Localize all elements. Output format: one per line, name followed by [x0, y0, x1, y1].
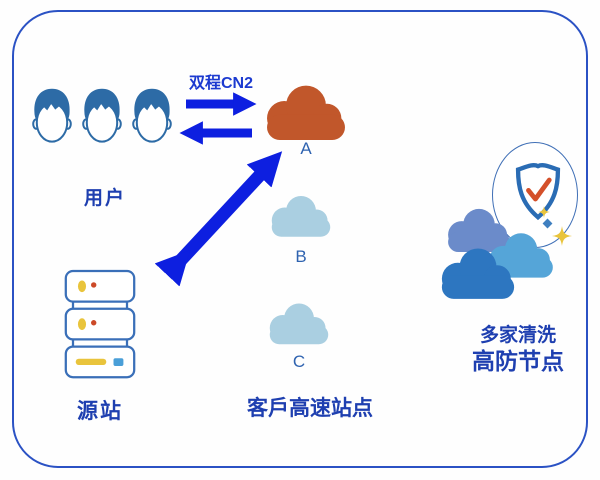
site-node-b-label: B: [295, 247, 307, 266]
sparkle-icons: [538, 206, 572, 246]
protection-label-line1: 多家清洗: [479, 325, 556, 346]
diamond-icon: [542, 218, 553, 229]
origin-link-arrow-icon: [154, 151, 283, 287]
user-icon: [28, 84, 76, 148]
site-cloud-c-icon: [265, 299, 333, 346]
site-cloud-a-icon: [260, 82, 352, 140]
server-icon: [64, 266, 136, 384]
diagram-border: [12, 10, 588, 468]
user-icon: [128, 84, 176, 148]
site-node-c-label: C: [292, 352, 306, 371]
protection-cloud-front-icon: [436, 245, 520, 299]
cn2-link-label: 双程CN2: [188, 75, 253, 92]
sites-label: 客戶高速站点: [247, 397, 373, 420]
users-label: 用户: [83, 188, 126, 209]
protection-label-line2: 高防节点: [472, 348, 564, 374]
site-node-a-label: A: [300, 139, 312, 158]
user-icon: [78, 84, 126, 148]
site-cloud-b-icon: [267, 192, 335, 238]
origin-label: 源站: [77, 400, 123, 423]
users-group: [28, 84, 178, 150]
